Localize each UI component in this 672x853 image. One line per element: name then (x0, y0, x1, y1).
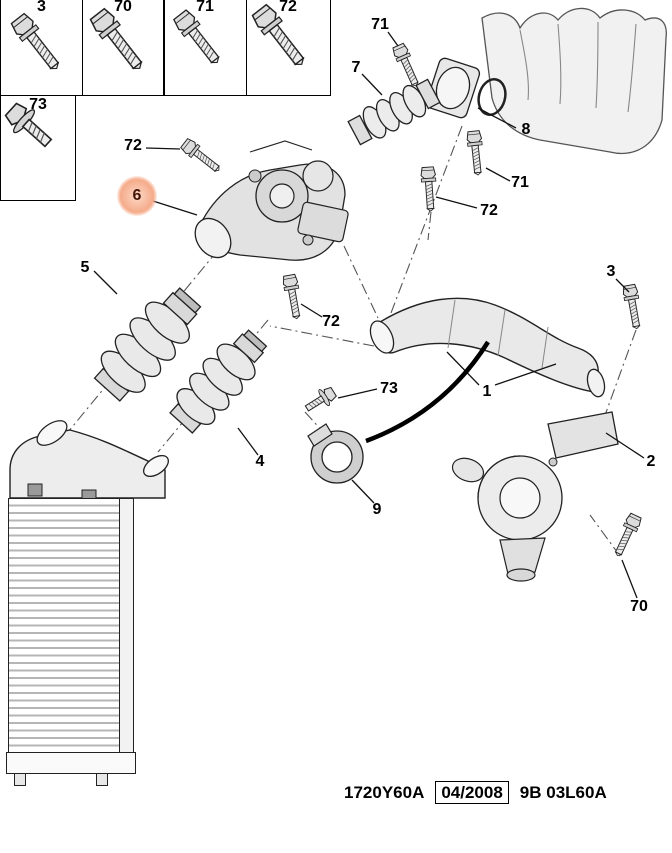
callout-72-c[interactable]: 72 (322, 313, 340, 330)
callout-73[interactable]: 73 (380, 380, 398, 397)
callout-5[interactable]: 5 (80, 259, 90, 276)
legend-cell-72[interactable]: 72 (245, 0, 331, 96)
legend-cell-73[interactable]: 73 (0, 94, 76, 201)
intercooler-side-plate (119, 498, 134, 754)
callout-8[interactable]: 8 (521, 121, 531, 138)
intercooler-foot (96, 773, 108, 786)
hose-5-drawing (93, 287, 202, 402)
legend-cell-label: 72 (279, 0, 297, 15)
legend-cell-3[interactable]: 3 (0, 0, 83, 96)
intercooler-core (8, 498, 120, 754)
callout-7[interactable]: 7 (351, 59, 361, 76)
date-box: 04/2008 (435, 781, 509, 804)
callout-6-highlighted[interactable]: 6 (117, 176, 157, 216)
callout-1[interactable]: 1 (482, 383, 492, 400)
legend-cell-label: 71 (196, 0, 214, 15)
legend-cell-label: 70 (114, 0, 132, 15)
callout-70[interactable]: 70 (630, 598, 648, 615)
legend-cell-label: 3 (37, 0, 46, 15)
clamp-drawing (307, 423, 364, 484)
bold-pointer-curve (365, 340, 490, 444)
intercooler-foot (14, 773, 26, 786)
callout-9[interactable]: 9 (372, 501, 382, 518)
callout-4[interactable]: 4 (255, 453, 265, 470)
turbocharger-drawing (451, 411, 619, 582)
leader-lines (93, 31, 645, 599)
throttle-body-drawing (194, 140, 349, 261)
callout-71-b[interactable]: 71 (511, 174, 529, 191)
intake-manifold-drawing (481, 7, 667, 154)
hose-4-drawing (169, 329, 268, 434)
hose-7-drawing (347, 78, 441, 146)
intercooler-bottom-tank (6, 752, 136, 774)
legend-cell-71[interactable]: 71 (163, 0, 247, 96)
callout-72-b[interactable]: 72 (480, 202, 498, 219)
callout-3[interactable]: 3 (606, 263, 616, 280)
drawing-code: 1720Y60A (344, 782, 425, 802)
legend-cell-label: 73 (29, 95, 47, 113)
callout-72-a[interactable]: 72 (124, 137, 142, 154)
intercooler-tank-drawing (9, 420, 170, 503)
callout-71-a[interactable]: 71 (371, 16, 389, 33)
legend-cell-70[interactable]: 70 (81, 0, 165, 96)
callout-2[interactable]: 2 (646, 453, 656, 470)
footer: 1720Y60A 04/2008 9B 03L60A (344, 781, 607, 804)
page-ref: 9B 03L60A (519, 782, 607, 802)
